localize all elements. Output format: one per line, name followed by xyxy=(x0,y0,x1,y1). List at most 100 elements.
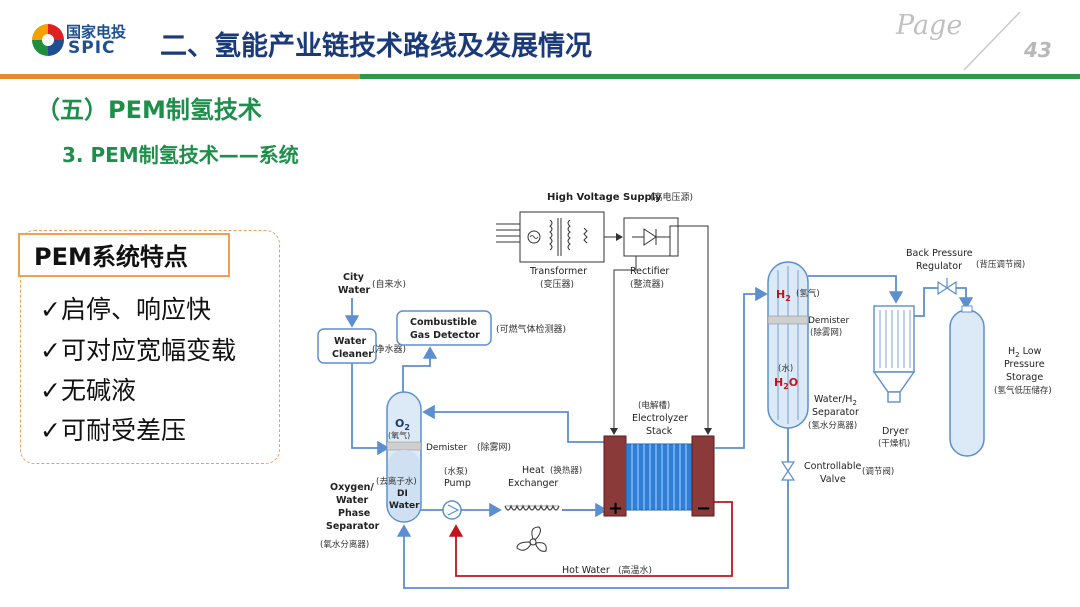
rectifier-label: Rectifier xyxy=(630,266,669,277)
pem-system-diagram: High Voltage Supply (高电压源) Transformer (… xyxy=(317,191,1052,589)
separator-left-label: Separator xyxy=(326,521,380,532)
header-rule-green xyxy=(360,74,1080,79)
page-divider-slash xyxy=(963,11,1021,71)
page-number: 43 xyxy=(1024,38,1052,62)
h2o-label: H2O xyxy=(774,376,798,391)
demister-right-label-cn: (除雾网) xyxy=(810,327,842,338)
input-power-lines xyxy=(496,223,520,243)
pump-label-cn: (水泵) xyxy=(444,466,468,477)
h2-label: H2 xyxy=(776,288,791,303)
back-pressure-label: Regulator xyxy=(916,261,962,272)
electrolyzer-label: Electrolyzer xyxy=(632,413,688,424)
controllable-valve-label: Controllable xyxy=(804,461,861,472)
di-water-label: DI xyxy=(397,489,408,499)
stack-negative-terminal: − xyxy=(696,498,711,519)
controllable-valve-label: Valve xyxy=(820,474,846,485)
heat-exchanger-label-cn: (换热器) xyxy=(550,465,582,476)
electrolyzer-stack xyxy=(603,435,715,517)
separator-left-label: Phase xyxy=(338,508,370,519)
section-heading: （五）PEM制氢技术 xyxy=(36,96,262,124)
separator-left-label: Water xyxy=(336,495,369,506)
gas-detector-box: Combustible Gas Detector xyxy=(396,310,492,346)
spic-logo-icon xyxy=(32,24,64,56)
cleaner-to-separator-pipe xyxy=(351,363,390,456)
dryer-icon xyxy=(872,305,916,403)
hot-water-label-cn: (高温水) xyxy=(618,564,652,576)
header-rule-orange xyxy=(0,74,360,79)
high-voltage-label-cn: (高电压源) xyxy=(650,191,693,203)
features-panel xyxy=(20,230,280,464)
feature-item: ✓可耐受差压 xyxy=(40,416,186,445)
city-water-label: Water xyxy=(338,285,371,296)
back-pressure-label: Back Pressure xyxy=(906,248,973,259)
gas-detector-label: Combustible xyxy=(410,317,477,328)
storage-label-cn: (氢气低压储存) xyxy=(994,385,1052,396)
h2-storage-tank xyxy=(949,305,985,457)
separator-left-label-cn: (氧水分离器) xyxy=(320,539,369,550)
gas-detector-label-cn: (可燃气体检测器) xyxy=(496,323,566,335)
stack-to-h2-separator-pipe xyxy=(714,286,768,449)
feature-item: ✓无碱液 xyxy=(40,376,136,405)
stack-to-o2-separator-pipe xyxy=(422,404,612,443)
transformer-label: Transformer xyxy=(529,266,587,277)
electrolyzer-label-cn: (电解槽) xyxy=(638,400,670,411)
storage-label: Pressure xyxy=(1004,359,1045,370)
hot-water-label: Hot Water xyxy=(562,565,610,576)
feature-item: ✓可对应宽幅变载 xyxy=(40,336,236,365)
stack-positive-terminal: + xyxy=(608,498,623,519)
rectifier-icon xyxy=(623,217,679,257)
page-title: 二、氢能产业链技术路线及发展情况 xyxy=(160,31,592,62)
back-pressure-label-cn: (背压调节阀) xyxy=(976,259,1025,270)
o2-vent-pipe xyxy=(402,346,438,392)
rectifier-output-wires xyxy=(610,225,712,435)
logo-english-name: SPIC xyxy=(68,38,116,58)
gas-detector-label: Gas Detector xyxy=(410,330,480,341)
separator-right-label: Water/H2 xyxy=(814,394,857,407)
o2-label: O2 xyxy=(395,417,410,432)
header: 国家电投 SPIC 二、氢能产业链技术路线及发展情况 Page 43 xyxy=(0,0,1080,82)
electrolyzer-label: Stack xyxy=(646,426,673,437)
cooling-fan-icon xyxy=(516,526,547,552)
water-label-cn: (水) xyxy=(778,363,793,374)
h2-label-cn: (氢气) xyxy=(796,288,820,299)
dryer-label-cn: (干燥机) xyxy=(878,438,910,449)
city-water-label: City xyxy=(343,272,365,283)
di-water-label: Water xyxy=(389,501,420,511)
separator-right-label: Separator xyxy=(812,407,859,418)
transformer-icon xyxy=(519,211,605,263)
features-title: PEM系统特点 xyxy=(18,233,230,277)
water-cleaner-label-cn: (净水器) xyxy=(372,343,406,355)
demister-right-label: Demister xyxy=(808,316,849,326)
heat-exchanger-label: Heat xyxy=(522,465,545,476)
rectifier-label-cn: (整流器) xyxy=(630,278,664,290)
hot-water-loop xyxy=(448,501,733,577)
section-subheading: 3. PEM制氢技术——系统 xyxy=(62,143,299,167)
water-cleaner-box: Water Cleaner xyxy=(317,328,377,364)
water-cleaner-label: Cleaner xyxy=(332,349,373,360)
dryer-to-regulator-pipe xyxy=(914,287,938,317)
high-voltage-label: High Voltage Supply xyxy=(547,192,662,203)
pump-label: Pump xyxy=(444,478,471,489)
o2-label-cn: (氧气) xyxy=(388,430,410,440)
separator-right-label-cn: (氢水分离器) xyxy=(808,420,857,431)
storage-label: Storage xyxy=(1006,372,1043,383)
regulator-to-storage-pipe xyxy=(956,287,974,310)
city-water-label-cn: (自来水) xyxy=(372,278,406,290)
h2o-return-pipe xyxy=(396,480,789,589)
oxygen-separator-vessel xyxy=(386,391,422,523)
di-water-label-cn: (去离子水) xyxy=(376,476,417,487)
separator-left-label: Oxygen/ xyxy=(330,482,374,493)
page-label: Page xyxy=(896,10,963,41)
storage-label: H2 Low xyxy=(1008,346,1042,359)
feature-item: ✓启停、响应快 xyxy=(40,295,211,324)
controllable-valve-icon xyxy=(780,461,796,481)
dryer-label: Dryer xyxy=(882,426,909,437)
hydrogen-separator-vessel xyxy=(767,261,809,429)
heat-exchanger-label: Exchanger xyxy=(508,478,558,489)
transformer-label-cn: (变压器) xyxy=(540,278,574,290)
demister-left-label: Demister xyxy=(426,443,467,453)
logo-chinese-name: 国家电投 xyxy=(66,23,127,41)
pump-icon xyxy=(442,500,462,520)
back-pressure-regulator-icon xyxy=(937,278,957,296)
controllable-valve-label-cn: (调节阀) xyxy=(862,467,894,477)
